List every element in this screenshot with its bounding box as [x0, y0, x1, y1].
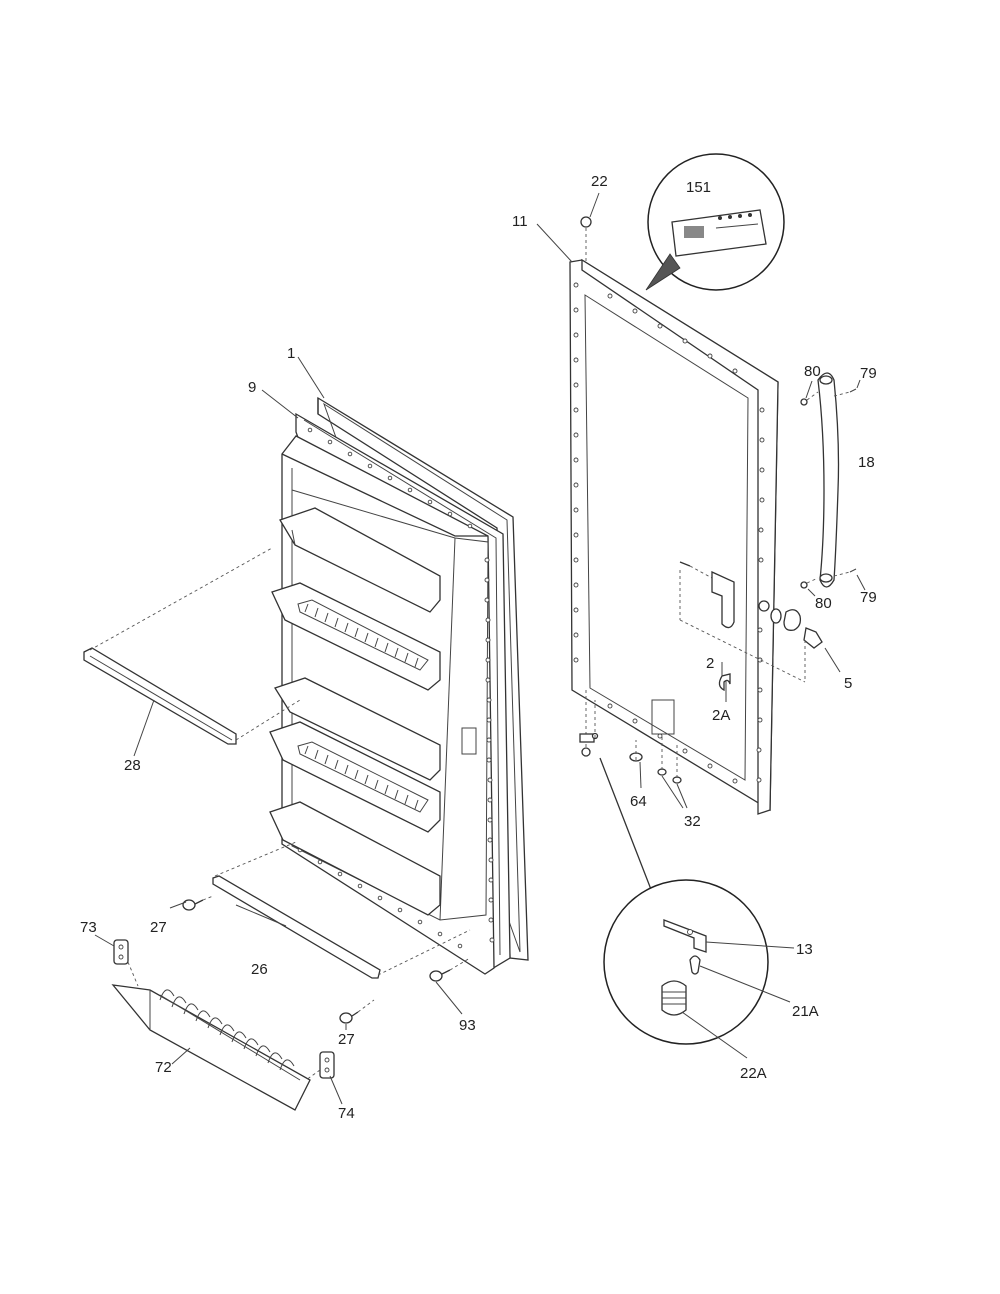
leader-lines [94, 223, 727, 1105]
door-shelves [269, 507, 441, 916]
label-part-2: 2 [706, 655, 714, 672]
label-part-79-upper: 79 [860, 365, 877, 382]
label-part-93: 93 [459, 1017, 476, 1034]
door-handle-18 [817, 372, 840, 588]
latch-assembly [679, 561, 841, 692]
label-part-2A: 2A [712, 707, 730, 724]
label-part-13: 13 [796, 941, 813, 958]
bracket-74 [305, 1051, 335, 1081]
screw-27-upper [182, 895, 214, 911]
hinge-bushing-22 [580, 192, 600, 262]
outer-door-panel-11 [569, 258, 779, 815]
bin-bar-26 [212, 841, 471, 979]
part-labels: 1 9 28 27 26 73 27 93 72 74 22 151 11 80… [80, 173, 877, 1122]
hinge-detail-callout [603, 879, 795, 1059]
label-part-26: 26 [251, 961, 268, 978]
label-part-64: 64 [630, 793, 647, 810]
shelf-bar-28 [83, 547, 301, 745]
label-part-5: 5 [844, 675, 852, 692]
label-part-18: 18 [858, 454, 875, 471]
label-part-22: 22 [591, 173, 608, 190]
label-part-74: 74 [338, 1105, 355, 1122]
bottom-hinge-parts [579, 690, 688, 809]
label-part-22A: 22A [740, 1065, 767, 1082]
screws-80-79 [800, 379, 866, 597]
label-part-21A: 21A [792, 1003, 819, 1020]
label-part-80-upper: 80 [804, 363, 821, 380]
label-part-28: 28 [124, 757, 141, 774]
label-part-32: 32 [684, 813, 701, 830]
label-part-27-upper: 27 [150, 919, 167, 936]
label-part-9: 9 [248, 379, 256, 396]
label-part-11: 11 [512, 213, 528, 230]
screw-27-lower [339, 999, 375, 1024]
control-panel-callout [645, 153, 785, 291]
label-part-1: 1 [287, 345, 295, 362]
label-part-79-lower: 79 [860, 589, 877, 606]
bracket-73 [113, 939, 139, 987]
label-part-27-lower: 27 [338, 1031, 355, 1048]
label-part-73: 73 [80, 919, 97, 936]
label-part-80-lower: 80 [815, 595, 832, 612]
label-part-72: 72 [155, 1059, 172, 1076]
label-part-151: 151 [686, 179, 711, 196]
detail-leader-line [599, 757, 653, 893]
screw-93 [429, 957, 471, 982]
bottom-bin-72 [111, 984, 311, 1111]
